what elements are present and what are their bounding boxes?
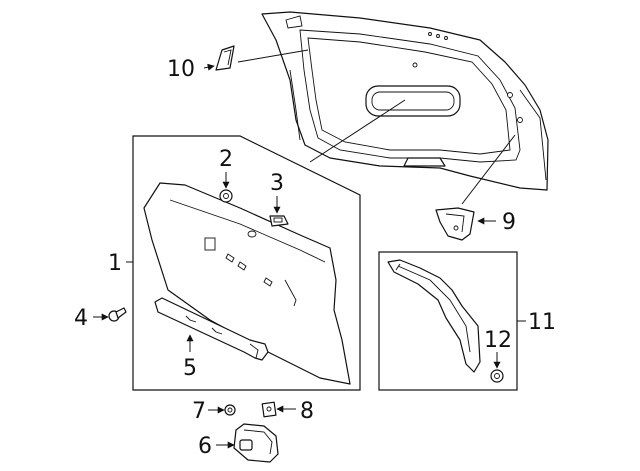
- part-6-lamp: [233, 423, 279, 463]
- callout-7: 7: [192, 399, 206, 424]
- part-3-clip: [269, 215, 289, 227]
- part-2-screw: [219, 189, 233, 203]
- group-frame-1: [132, 135, 361, 391]
- callout-10: 10: [167, 57, 195, 82]
- callout-3: 3: [270, 171, 284, 196]
- callout-8: 8: [300, 399, 314, 424]
- part-1-trim-panel: [143, 182, 351, 385]
- part-7-screw: [224, 404, 236, 416]
- part-5-handle: [154, 297, 269, 361]
- part-4-bolt: [108, 307, 127, 322]
- callout-6: 6: [198, 434, 212, 459]
- callout-9: 9: [502, 210, 516, 235]
- part-10-clip: [215, 45, 235, 71]
- callout-5: 5: [183, 356, 197, 381]
- liftgate-shell: [261, 11, 549, 191]
- callout-1: 1: [108, 251, 122, 276]
- part-11-side-trim: [387, 259, 481, 373]
- callout-12: 12: [484, 328, 512, 353]
- callout-11: 11: [528, 310, 556, 335]
- part-9-bracket: [435, 207, 475, 241]
- part-12-clip: [490, 369, 504, 383]
- callout-2: 2: [219, 147, 233, 172]
- callout-4: 4: [74, 306, 88, 331]
- leader-lines: [93, 49, 526, 449]
- part-8-nut: [261, 401, 277, 418]
